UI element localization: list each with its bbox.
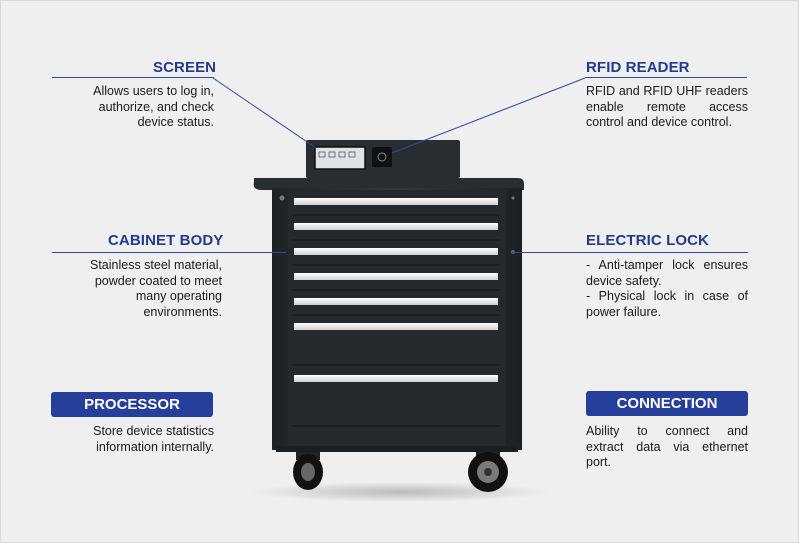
screen-title: SCREEN bbox=[153, 59, 217, 76]
processor-badge: PROCESSOR bbox=[51, 392, 213, 417]
connection-description: Ability to connect and extract data via … bbox=[586, 424, 748, 471]
rfid-pad bbox=[372, 147, 392, 167]
cabinet-top bbox=[253, 178, 524, 190]
desc-line: Allows users to log in, bbox=[93, 84, 214, 98]
desc-line: control and device control. bbox=[586, 115, 732, 129]
processor-description: Store device statistics information inte… bbox=[52, 424, 214, 455]
rfid-reader-rule bbox=[585, 77, 747, 78]
desc-line: device status. bbox=[137, 115, 214, 129]
cabinet-body-rule bbox=[52, 252, 286, 253]
screen-rule bbox=[52, 77, 214, 78]
screen-description: Allows users to log in, authorize, and c… bbox=[52, 84, 214, 131]
electric-lock-rule bbox=[512, 252, 748, 253]
desc-line: device safety. bbox=[586, 273, 662, 288]
desc-line: environments. bbox=[143, 304, 222, 319]
desc-line: Store device statistics bbox=[93, 424, 214, 438]
drawer-strips bbox=[294, 198, 498, 382]
desc-line: information internally. bbox=[96, 439, 214, 454]
rfid-reader-title: RFID READER bbox=[586, 59, 690, 76]
desc-line: RFID and RFID UHF readers bbox=[586, 84, 748, 98]
desc-line: authorize, and check bbox=[98, 99, 214, 114]
desc-line: Stainless steel material, bbox=[89, 258, 222, 272]
connection-badge: CONNECTION bbox=[586, 391, 748, 416]
desc-line: many operating bbox=[135, 289, 222, 303]
desc-line: port. bbox=[586, 455, 612, 469]
desc-line: powder coated to meet bbox=[94, 273, 222, 288]
desc-line: enable remote access bbox=[586, 99, 748, 114]
desc-line: Ability to connect and bbox=[586, 424, 748, 438]
electric-lock-title: ELECTRIC LOCK bbox=[586, 232, 709, 249]
cabinet-body-description: Stainless steel material, powder coated … bbox=[52, 258, 222, 320]
touch-screen bbox=[314, 146, 366, 170]
cabinet-body-title: CABINET BODY bbox=[108, 232, 224, 249]
rfid-reader-description: RFID and RFID UHF readers enable remote … bbox=[586, 84, 748, 131]
desc-line: - Physical lock in case of bbox=[586, 289, 748, 303]
desc-line: power failure. bbox=[586, 304, 662, 319]
desc-line: extract data via ethernet bbox=[586, 439, 748, 454]
desc-line: - Anti-tamper lock ensures bbox=[586, 258, 748, 272]
electric-lock-description: - Anti-tamper lock ensures device safety… bbox=[586, 258, 748, 320]
